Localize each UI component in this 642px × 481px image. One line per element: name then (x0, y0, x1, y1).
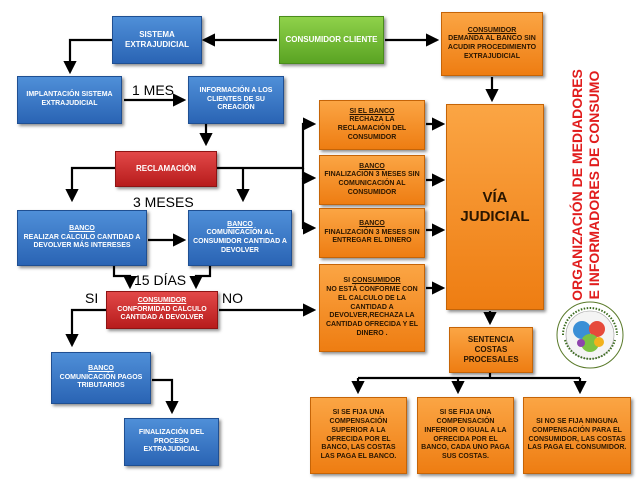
node-label: SI NO SE FIJA NINGUNA COMPENSACIÓN PARA … (527, 418, 627, 452)
node-via-judicial: VÍA JUDICIAL (446, 104, 544, 310)
node-banco-sin-dinero: BANCO FINALIZACIÓN 3 MESES SIN ENTREGAR … (319, 208, 425, 258)
node-costas-ninguna: SI NO SE FIJA NINGUNA COMPENSACIÓN PARA … (523, 397, 631, 474)
node-label: SISTEMA EXTRAJUDICIAL (124, 30, 189, 49)
node-banco-comunicacion: BANCO COMUNICACIÓN AL CONSUMIDOR CANTIDA… (188, 210, 292, 266)
node-informacion: INFORMACIÓN A LOS CLIENTES DE SU CREACIÓ… (188, 76, 284, 124)
node-banco-pagos: BANCO COMUNICACIÓN PAGOS TRIBUTARIOS (51, 352, 151, 404)
node-title: CONSUMIDOR (137, 296, 187, 304)
node-costas-inferior: SI SE FIJA UNA COMPENSACIÓN INFERIOR O I… (417, 397, 514, 474)
node-consumidor-demanda: CONSUMIDOR DEMANDA AL BANCO SIN ACUDIR P… (441, 12, 543, 76)
label-tres-meses: 3 MESES (133, 194, 194, 210)
node-reclamacion: RECLAMACIÓN (115, 151, 217, 187)
node-implantacion: IMPLANTACIÓN SISTEMA EXTRAJUDICIAL (17, 76, 122, 124)
node-consumidor-cliente: CONSUMIDOR CLIENTE (279, 16, 384, 64)
node-sistema-extrajudicial: SISTEMA EXTRAJUDICIAL (112, 16, 202, 64)
node-label: INFORMACIÓN A LOS CLIENTES DE SU CREACIÓ… (199, 86, 273, 112)
side-title: ORGANIZACIÓN DE MEDIADORES E INFORMADORE… (569, 55, 605, 315)
node-label: COMUNICACIÓN AL CONSUMIDOR CANTIDAD A DE… (193, 229, 287, 254)
node-finalizacion-extrajudicial: FINALIZACIÓN DEL PROCESO EXTRAJUDICIAL (124, 418, 219, 466)
node-title-main: CONSUMIDOR (351, 277, 401, 285)
node-sentencia: SENTENCIA COSTAS PROCESALES (449, 327, 533, 373)
side-title-line1: ORGANIZACIÓN DE MEDIADORES (569, 69, 585, 301)
node-banco-sin-comunicacion: BANCO FINALIZACIÓN 3 MESES SIN COMUNICAC… (319, 155, 425, 205)
node-consumidor-conformidad: CONSUMIDOR CONFORMIDAD CALCULO CANTIDAD … (106, 291, 218, 329)
node-label: REALIZAR CALCULO CANTIDAD A DEVOLVER MÁS… (23, 233, 141, 250)
label-no: NO (222, 290, 243, 306)
node-title: BANCO (359, 162, 385, 170)
label-quince-dias: 15 DÍAS (134, 272, 187, 288)
node-title: BANCO (69, 224, 95, 232)
node-title: SI EL BANCO (349, 107, 395, 115)
node-label: SENTENCIA COSTAS PROCESALES (463, 335, 519, 364)
node-title-prefix: SI (343, 277, 352, 285)
node-costas-superior: SI SE FIJA UNA COMPENSACIÓN SUPERIOR A L… (310, 397, 407, 474)
node-banco-realizar: BANCO REALIZAR CALCULO CANTIDAD A DEVOLV… (17, 210, 147, 266)
node-label: RECHAZA LA RECLAMACIÓN DEL CONSUMIDOR (337, 116, 407, 141)
node-si-el-banco: SI EL BANCO RECHAZA LA RECLAMACIÓN DEL C… (319, 100, 425, 150)
node-label: DEMANDA AL BANCO SIN ACUDIR PROCEDIMIENT… (447, 35, 537, 60)
organization-logo-icon (556, 301, 624, 369)
node-label: FINALIZACIÓN 3 MESES SIN COMUNICACIÓN AL… (324, 171, 420, 196)
label-si: SI (85, 290, 99, 306)
side-title-line2: E INFORMADORES DE CONSUMO (586, 70, 602, 300)
node-label: CONSUMIDOR CLIENTE (285, 35, 378, 44)
node-label: VÍA JUDICIAL (460, 188, 530, 226)
node-label: COMUNICACIÓN PAGOS TRIBUTARIOS (59, 373, 143, 390)
node-label: SI SE FIJA UNA COMPENSACIÓN INFERIOR O I… (421, 409, 510, 460)
node-label: CONFORMIDAD CALCULO CANTIDAD A DEVOLVER (117, 305, 207, 322)
node-label: RECLAMACIÓN (136, 164, 196, 173)
node-title: BANCO (88, 364, 114, 372)
node-title: BANCO (359, 219, 385, 227)
node-title: CONSUMIDOR (467, 26, 517, 34)
node-label: SI SE FIJA UNA COMPENSACIÓN SUPERIOR A L… (320, 409, 397, 460)
node-si-consumidor: SI CONSUMIDOR NO ESTÁ CONFORME CON EL CA… (319, 264, 425, 352)
node-title: BANCO (227, 220, 253, 228)
label-un-mes: 1 MES (132, 82, 175, 98)
node-title: SI CONSUMIDOR (343, 277, 400, 286)
node-label: IMPLANTACIÓN SISTEMA EXTRAJUDICIAL (26, 91, 113, 107)
node-label: FINALIZACIÓN 3 MESES SIN ENTREGAR EL DIN… (324, 228, 420, 245)
node-label: NO ESTÁ CONFORME CON EL CALCULO DE LA CA… (325, 286, 419, 337)
node-label: FINALIZACIÓN DEL PROCESO EXTRAJUDICIAL (138, 428, 205, 454)
